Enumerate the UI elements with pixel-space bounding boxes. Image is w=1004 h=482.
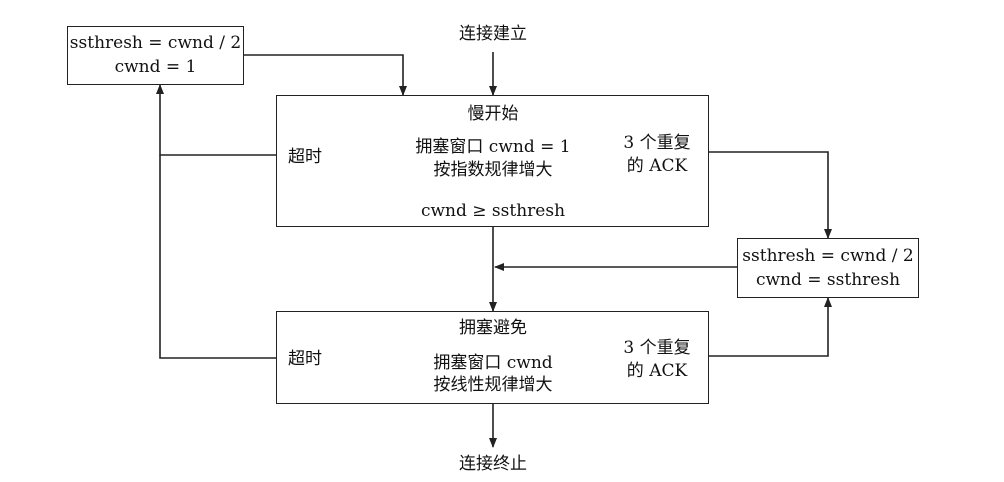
timeout-reset-line2: cwnd = 1 — [114, 57, 197, 77]
arrow-slow-start-timeout — [156, 84, 276, 156]
slow-start-dupack-line2: 的 ACK — [626, 156, 688, 176]
arrow-ca-timeout — [159, 155, 276, 359]
arrow-ca-dupack — [709, 297, 832, 357]
connection-terminated-label: 连接终止 — [459, 454, 527, 474]
slow-start-threshold-label: cwnd ≥ ssthresh — [420, 201, 566, 221]
congestion-avoidance-dupack-line1: 3 个重复 — [623, 338, 691, 358]
arrow-reset-to-slow-start — [244, 54, 407, 96]
dupack-box — [737, 238, 919, 298]
slow-start-title: 慢开始 — [467, 104, 519, 124]
slow-start-desc-line1: 拥塞窗口 cwnd = 1 — [415, 137, 571, 157]
congestion-avoidance-dupack-line2: 的 ACK — [626, 361, 688, 381]
timeout-reset-line1: ssthresh = cwnd / 2 — [69, 33, 242, 53]
arrow-slow-start-dupack — [709, 151, 832, 239]
congestion-avoidance-box — [276, 311, 709, 404]
timeout-reset-box — [67, 26, 244, 85]
slow-start-timeout-label: 超时 — [288, 147, 322, 167]
congestion-avoidance-desc-line1: 拥塞窗口 cwnd — [433, 353, 553, 373]
congestion-avoidance-timeout-label: 超时 — [288, 349, 322, 369]
congestion-avoidance-title: 拥塞避免 — [459, 318, 527, 338]
dupack-box-line1: ssthresh = cwnd / 2 — [742, 246, 914, 266]
congestion-avoidance-desc-line2: 按线性规律增大 — [433, 375, 553, 395]
slow-start-dupack-line1: 3 个重复 — [623, 133, 691, 153]
connection-established-label: 连接建立 — [459, 24, 527, 44]
slow-start-desc-line2: 按指数规律增大 — [433, 160, 553, 180]
dupack-box-line2: cwnd = ssthresh — [755, 270, 901, 290]
slow-start-box — [276, 95, 709, 227]
